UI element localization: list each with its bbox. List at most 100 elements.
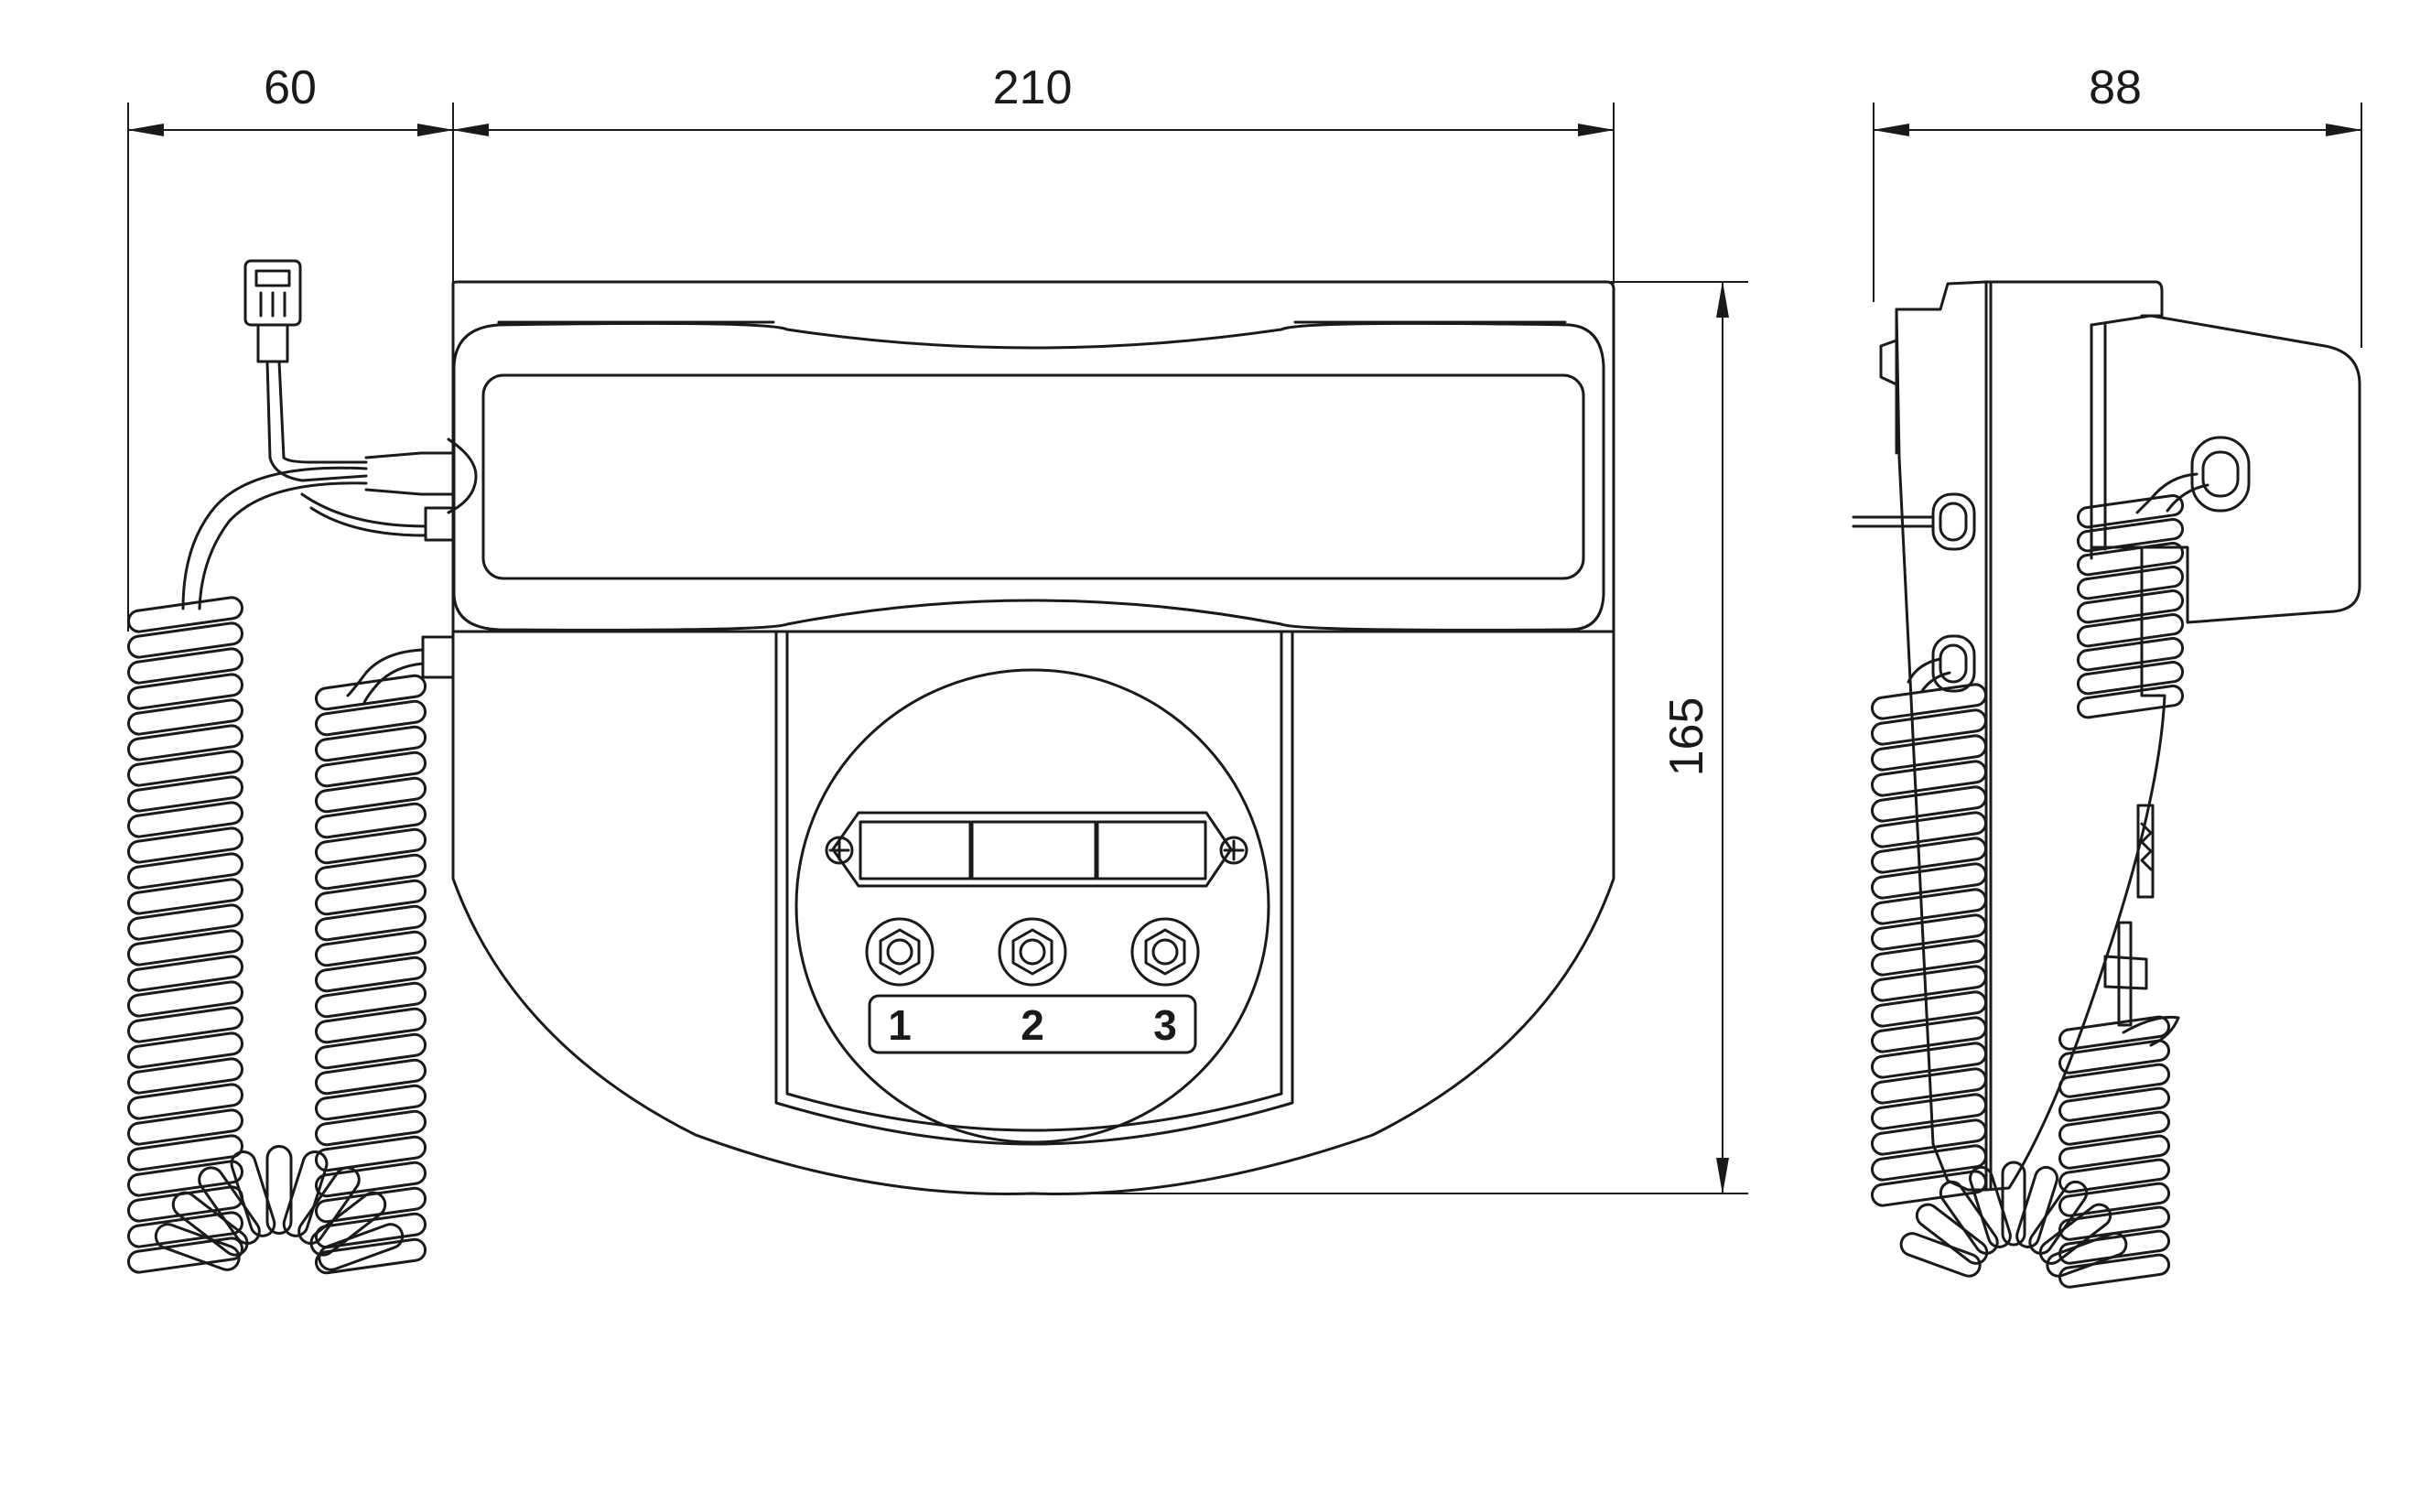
coil-loop xyxy=(1870,1170,1988,1207)
coil-loop xyxy=(1870,1016,1988,1053)
coil-loop xyxy=(314,674,427,711)
coil-loop xyxy=(1870,990,1988,1028)
coil-loop xyxy=(1870,913,1988,951)
coil-loop xyxy=(1870,837,1988,874)
coil-loop xyxy=(1870,939,1988,977)
coil-loop xyxy=(1969,1165,2012,1248)
coil-loop xyxy=(126,1185,244,1223)
coil-bottom-curl xyxy=(154,1145,405,1271)
handset-window xyxy=(481,373,1585,580)
coil-loop xyxy=(1870,1093,1988,1130)
coil-loop xyxy=(314,904,427,942)
coil-loop xyxy=(126,980,244,1018)
coil-loop xyxy=(126,826,244,864)
coil-cord-side-handset xyxy=(2076,493,2185,719)
coil-loop xyxy=(2038,1203,2112,1265)
coil-loop xyxy=(126,1134,244,1172)
coil-loop xyxy=(126,852,244,890)
coil-loop xyxy=(314,853,427,891)
coil-loop xyxy=(314,956,427,993)
coil-loop xyxy=(1870,1067,1988,1105)
coil-loop xyxy=(154,1223,241,1271)
coil-cord-left-outer xyxy=(126,596,244,1274)
coil-loop xyxy=(2076,660,2185,696)
coil-loop xyxy=(198,1166,261,1245)
coil-loop xyxy=(126,801,244,838)
coil-loop xyxy=(2076,636,2185,672)
coil-loop xyxy=(314,725,427,762)
coil-loop xyxy=(2076,493,2185,529)
coil-loop xyxy=(314,1161,427,1198)
coil-loop xyxy=(126,1160,244,1197)
coil-loop xyxy=(314,1058,427,1096)
coil-loop xyxy=(2058,1110,2171,1146)
rj-plug-icon xyxy=(243,259,302,363)
coil-loop xyxy=(1870,708,1988,746)
coil-loop xyxy=(1870,862,1988,900)
coil-loop xyxy=(1870,785,1988,823)
circular-plate xyxy=(794,668,1270,1144)
front-view: 1 2 3 xyxy=(126,259,1615,1275)
dim-label-88: 88 xyxy=(2089,61,2142,114)
coil-loop xyxy=(126,929,244,967)
coil-side-bottom-curl xyxy=(1899,1161,2128,1278)
dimension-labels: 60 210 88 165 xyxy=(264,61,2142,776)
coil-loop xyxy=(314,776,427,814)
coil-loop xyxy=(314,879,427,916)
coil-loop xyxy=(126,1083,244,1120)
coil-loop xyxy=(2015,1165,2058,1248)
button-1[interactable] xyxy=(865,917,935,987)
coil-loop xyxy=(282,1150,329,1237)
coil-loop xyxy=(126,621,244,659)
coil-loop xyxy=(126,775,244,813)
coil-loop xyxy=(126,750,244,787)
coil-loop xyxy=(314,1109,427,1147)
coil-loop xyxy=(309,1191,387,1257)
coil-loop xyxy=(126,1237,244,1274)
display-cell-3 xyxy=(1096,820,1207,880)
coil-loop xyxy=(2076,565,2185,600)
coil-cord-side-lower xyxy=(2058,1015,2171,1289)
coil-loop xyxy=(126,724,244,761)
coil-loop xyxy=(314,1084,427,1121)
screw-right-icon xyxy=(1219,836,1248,865)
side-jack-base-icon xyxy=(1931,634,1976,693)
coil-cord-side-base xyxy=(1870,683,1988,1207)
display-cell-1 xyxy=(859,820,972,880)
button-3[interactable] xyxy=(1130,917,1200,987)
button-label-plate xyxy=(868,994,1197,1054)
coil-loop xyxy=(2058,1253,2171,1289)
side-view xyxy=(1852,280,2361,1289)
coil-loop xyxy=(2046,1232,2128,1278)
connector-upper xyxy=(364,451,455,496)
coil-loop xyxy=(126,1006,244,1043)
dim-label-210: 210 xyxy=(993,61,1073,114)
coil-loop xyxy=(318,1223,405,1271)
coil-loop xyxy=(126,1031,244,1069)
coil-loop xyxy=(314,1007,427,1044)
coil-loop xyxy=(126,878,244,915)
button-label-1: 1 xyxy=(888,1001,912,1049)
coil-loop xyxy=(314,827,427,865)
coil-loop xyxy=(2058,1015,2171,1051)
coil-loop xyxy=(126,647,244,685)
button-label-3: 3 xyxy=(1153,1001,1177,1049)
coil-loop xyxy=(126,1057,244,1095)
coil-loop xyxy=(1870,734,1988,772)
coil-loop xyxy=(1870,965,1988,1002)
coil-loop xyxy=(2076,612,2185,648)
side-knob-icon xyxy=(2103,921,2148,1027)
wall-bracket xyxy=(1895,280,1988,1192)
coil-loop xyxy=(297,1166,361,1245)
side-jack-lower-icon xyxy=(1931,492,1976,551)
coil-loop xyxy=(1870,888,1988,925)
coil-loop xyxy=(265,1145,293,1235)
coil-loop xyxy=(1899,1232,1982,1278)
keypad-panel xyxy=(774,630,1294,1146)
button-label-2: 2 xyxy=(1021,1001,1044,1049)
coil-loop xyxy=(2058,1086,2171,1122)
button-2[interactable] xyxy=(998,917,1067,987)
coil-loop xyxy=(1915,1203,1989,1265)
coil-loop xyxy=(314,751,427,788)
